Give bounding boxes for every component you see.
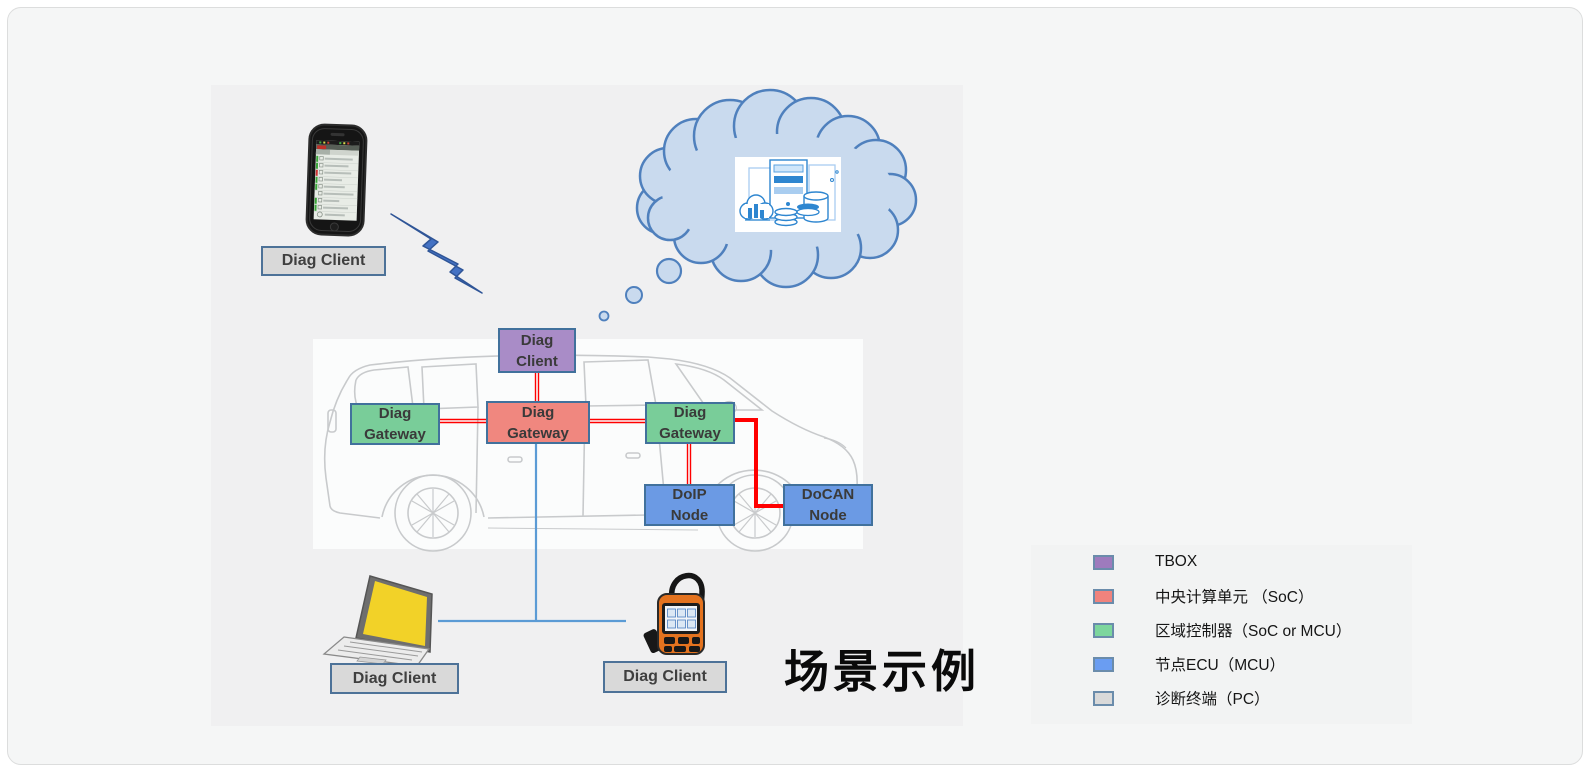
legend-label: 节点ECU（MCU） (1155, 657, 1286, 674)
lightning-bolt-icon (390, 213, 483, 294)
legend-row-central-compute: 中央计算单元 （SoC） (1031, 579, 1412, 613)
node-label-line: Diag (378, 405, 412, 422)
node-label-line: Gateway (507, 424, 569, 442)
node-label-line: DoCAN (801, 486, 855, 503)
legend-row-tbox: TBOX (1031, 545, 1412, 579)
node-label-line: DoIP (672, 486, 707, 503)
node-right-diag-gateway: Diag Gateway (645, 402, 735, 444)
legend-swatch-node-ecu (1093, 656, 1114, 672)
node-docan: DoCAN Node (783, 484, 873, 526)
laptop-diag-client-label: Diag Client (330, 663, 459, 694)
legend-row-zone-controller: 区域控制器（SoC or MCU） (1031, 613, 1412, 647)
blue-client-links (438, 444, 626, 623)
legend-swatch-central-compute (1093, 588, 1114, 604)
label-text: Diag Client (352, 669, 437, 687)
smartphone-icon (305, 123, 368, 237)
node-tbox-diag-client: Diag Client (498, 328, 576, 373)
legend-swatch-tbox (1093, 554, 1114, 570)
obd-scanner-icon (643, 573, 705, 655)
label-text: Diag Client (623, 668, 707, 685)
cloud-server-icon (735, 157, 841, 232)
label-text: Diag Client (281, 252, 366, 269)
obd-diag-client-label: Diag Client (603, 661, 727, 693)
legend-row-node-ecu: 节点ECU（MCU） (1031, 647, 1412, 681)
phone-diag-client-label: Diag Client (261, 246, 386, 276)
legend-swatch-zone-controller (1093, 622, 1114, 638)
red-docan-link (735, 418, 783, 508)
node-central-diag-gateway: Diag Gateway (486, 401, 590, 444)
legend-swatch-diag-terminal (1093, 690, 1114, 706)
node-label-line: Node (670, 507, 709, 524)
node-label-line: Diag (520, 331, 554, 349)
legend-label: 中央计算单元 （SoC） (1155, 589, 1314, 606)
node-doip: DoIP Node (644, 484, 735, 526)
legend-row-diag-terminal: 诊断终端（PC） (1031, 681, 1412, 715)
car-icon (323, 354, 858, 552)
legend-label: 区域控制器（SoC or MCU） (1155, 623, 1352, 640)
legend-label: 诊断终端（PC） (1155, 691, 1270, 708)
node-label-line: Diag (673, 404, 707, 421)
node-left-diag-gateway: Diag Gateway (350, 403, 440, 445)
laptop-icon (322, 575, 433, 667)
node-label-line: Client (516, 352, 558, 370)
red-diagnostic-links (440, 373, 692, 484)
page-title: 场景示例 (784, 647, 981, 697)
legend-panel: TBOX 中央计算单元 （SoC） 区域控制器（SoC or MCU） 节点EC… (1031, 545, 1412, 724)
legend-label: TBOX (1155, 553, 1198, 570)
app-frame: Diag Client Diag Gateway Diag Gateway Di… (7, 7, 1583, 765)
diagram-artwork (305, 88, 918, 667)
node-label-line: Gateway (659, 425, 721, 442)
node-label-line: Diag (521, 403, 555, 421)
node-label-line: Gateway (364, 426, 426, 443)
node-label-line: Node (809, 507, 847, 524)
